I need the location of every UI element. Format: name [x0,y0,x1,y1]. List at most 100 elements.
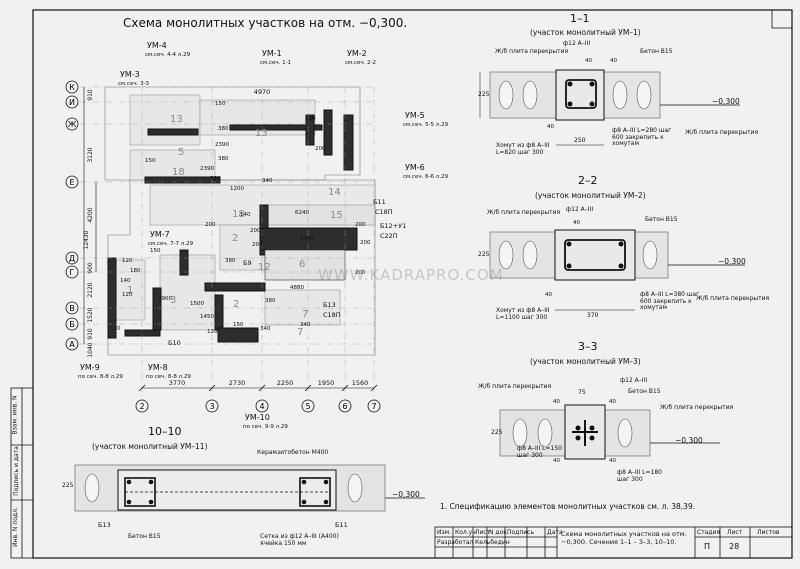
um-ref: см.сеч. 5-5 л.29 [403,122,449,128]
s1010-label-b11: Б11 [335,521,348,529]
svg-text:И: И [69,98,75,107]
small-dim: 200 [250,228,261,234]
slab-number: 7 [297,327,303,338]
element-tag: Б13 [323,301,336,309]
slab-number: 7 [302,309,308,320]
s33-label-bar1: ф8 А–III L=150 шаг 300 [517,445,562,459]
section-1-1-title: 1–1 [570,12,590,25]
section-2-2-drawing [489,229,745,311]
span-dim: 1560 [352,379,369,387]
svg-text:4: 4 [259,402,264,411]
element-tag: С22П [380,232,398,240]
slab-number: 15 [330,210,343,221]
s22-label-bar: ф8 А–III L=380 шаг 600 закрепить к хомут… [640,291,700,312]
s11-label-stirrup: Хомут из ф8 А–III L=820 шаг 300 [496,142,550,156]
um-ref: по сеч. 8-8 л.29 [146,374,191,380]
s33-dim-225: 225 [491,429,503,436]
svg-text:Д: Д [69,254,75,263]
s33-label-slab-top: Ж/б плита перекрытия [478,383,552,390]
section-1-1-subtitle: (участок монолитный УМ–1) [530,28,641,37]
s1010-label-b13: Б13 [98,521,111,529]
small-dim: 140 [120,278,131,284]
small-dim: 120 [122,258,133,264]
slab-number: 14 [328,187,341,198]
plan-title: Схема монолитных участков на отм. −0,300… [123,16,408,30]
s11-label-slab-top: Ж/б плита перекрытия [495,48,569,55]
section-3-3-title: 3–3 [578,340,598,353]
small-dim: 6160 [300,236,314,242]
small-dim: 340 [262,178,273,184]
s22-label-stirrup: Хомут из ф8 А–III L=1100 шаг 300 [496,307,550,321]
s33-label-concrete: Бетон В15 [628,388,661,395]
small-dim: 140 [240,212,251,218]
stamp-inv-orig: Инв. N подл. [11,507,19,547]
element-tag: Б9 [243,259,252,267]
small-dim: 200 [360,240,371,246]
row-dim: 900 [87,262,94,274]
svg-text:В: В [69,304,75,313]
tb-header-sign: Подпись [507,529,534,536]
tb-person: Кельбедин [475,539,510,546]
top-dim: 4970 [254,88,271,96]
tb-header-kolvo: Кол.уч [455,529,476,536]
section-dim: 40 [545,292,552,298]
small-dim: 340 [300,322,311,328]
row-axis-5: Г [65,265,79,279]
slab-number: 2 [232,233,238,244]
small-dim: 150 [145,158,156,164]
slab-number: 1 [127,285,133,296]
small-dim: 2390 [200,166,214,172]
stamp-sign-date: Подпись и дата [12,446,20,496]
tb-sheets-label: Листов [757,529,780,536]
row-dim: 910 [87,328,94,340]
s33-label-rebar: ф12 А–III [620,377,648,384]
section-10-10-subtitle: (участок монолитный УМ–11) [92,442,208,451]
section-3-3-drawing [499,404,720,460]
section-2-2-subtitle: (участок монолитный УМ–2) [535,191,646,200]
um-ref: см.сеч. 4-4 л.29 [145,52,191,58]
small-dim: 150 [233,322,244,328]
section-2-2-title: 2–2 [578,174,598,187]
span-dim: 1950 [318,379,335,387]
section-dim: 40 [609,399,616,405]
col-axis-7: 7 [367,399,381,413]
s11-label-bar: ф8 А–III L=280 шаг 600 закрепить к хомут… [612,127,672,148]
um-ref: по сеч. 9-9 л.29 [243,424,288,430]
tb-sheet: 28 [729,542,740,551]
slab-number: 18 [172,167,185,178]
section-dim: 40 [610,58,617,64]
row-axis-bubbles: КИ Ж Е ДГ ВБА [65,80,79,351]
small-dim: 2390 [215,142,229,148]
small-dim: 380 [218,156,229,162]
row-axis-4: Д [65,251,79,265]
svg-text:К: К [69,83,75,92]
tb-header-izm: Изм. [437,529,452,536]
row-axis-3: Е [65,175,79,189]
col-axis-4: 4 [255,399,269,413]
tb-role: Разработал [437,539,474,546]
svg-text:Е: Е [69,178,74,187]
um-label: УМ-4 [147,41,167,50]
svg-text:3: 3 [209,402,214,411]
section-10-10-drawing [74,464,425,512]
row-axis-0: К [65,80,79,94]
row-axis-8: А [65,337,79,351]
section-dim: 40 [553,399,560,405]
row-axis-7: Б [65,317,79,331]
s33-level: −0,300 [675,436,703,445]
row-dim: 910 [87,89,94,101]
small-dim: 380 [210,176,221,182]
um-label: УМ-6 [405,163,425,172]
element-tag: Б10 [168,339,181,347]
slab-number: 13 [255,128,268,139]
col-axis-5: 5 [301,399,315,413]
col-axis-6: 6 [338,399,352,413]
row-axis-2: Ж [65,117,79,131]
s1010-label-mesh: Сетка из ф12 А–III (А400) ячейка 150 мм [260,533,339,547]
s1010-dim-225: 225 [62,482,74,489]
small-dim: 120 [122,292,133,298]
slab-number: 18 [232,209,245,220]
s1010-level: −0,300 [392,490,420,499]
